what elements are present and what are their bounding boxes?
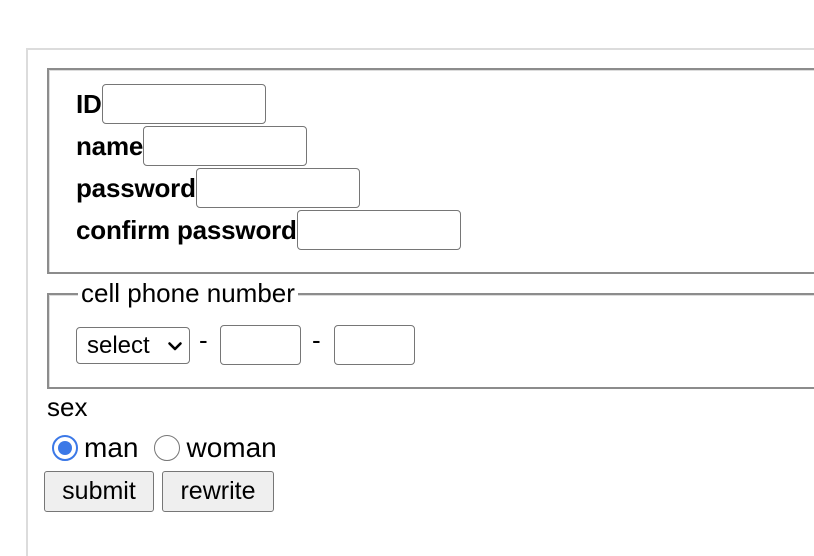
radio-man-label[interactable]: man bbox=[84, 432, 139, 463]
sex-radio-group: man woman bbox=[52, 431, 293, 465]
submit-button[interactable]: submit bbox=[44, 471, 154, 512]
phone-prefix-select[interactable]: select bbox=[76, 327, 190, 364]
confirm-password-row: confirm password bbox=[76, 209, 461, 251]
name-row: name bbox=[76, 125, 308, 167]
sex-label: sex bbox=[47, 392, 88, 422]
id-row: ID bbox=[76, 83, 266, 125]
confirm-password-input[interactable] bbox=[296, 210, 461, 250]
phone-middle-input[interactable] bbox=[220, 325, 301, 365]
name-input[interactable] bbox=[143, 126, 308, 166]
account-fieldset bbox=[47, 68, 814, 274]
phone-prefix-selected-value: select bbox=[87, 331, 150, 359]
id-input[interactable] bbox=[101, 84, 266, 124]
form-container bbox=[26, 48, 814, 556]
confirm-password-label: confirm password bbox=[76, 215, 297, 245]
phone-separator-1: - bbox=[199, 325, 208, 355]
password-label: password bbox=[76, 173, 196, 203]
password-row: password bbox=[76, 167, 360, 209]
password-input[interactable] bbox=[195, 168, 360, 208]
radio-man[interactable] bbox=[52, 435, 78, 461]
name-label: name bbox=[76, 131, 144, 161]
phone-fieldset bbox=[47, 293, 814, 389]
phone-separator-2: - bbox=[312, 325, 321, 355]
rewrite-button[interactable]: rewrite bbox=[162, 471, 274, 512]
phone-legend: cell phone number bbox=[78, 277, 298, 309]
chevron-down-icon bbox=[168, 341, 182, 350]
radio-woman[interactable] bbox=[154, 435, 181, 461]
radio-woman-label[interactable]: woman bbox=[186, 432, 277, 463]
phone-last-input[interactable] bbox=[334, 325, 415, 365]
id-label: ID bbox=[76, 89, 102, 119]
